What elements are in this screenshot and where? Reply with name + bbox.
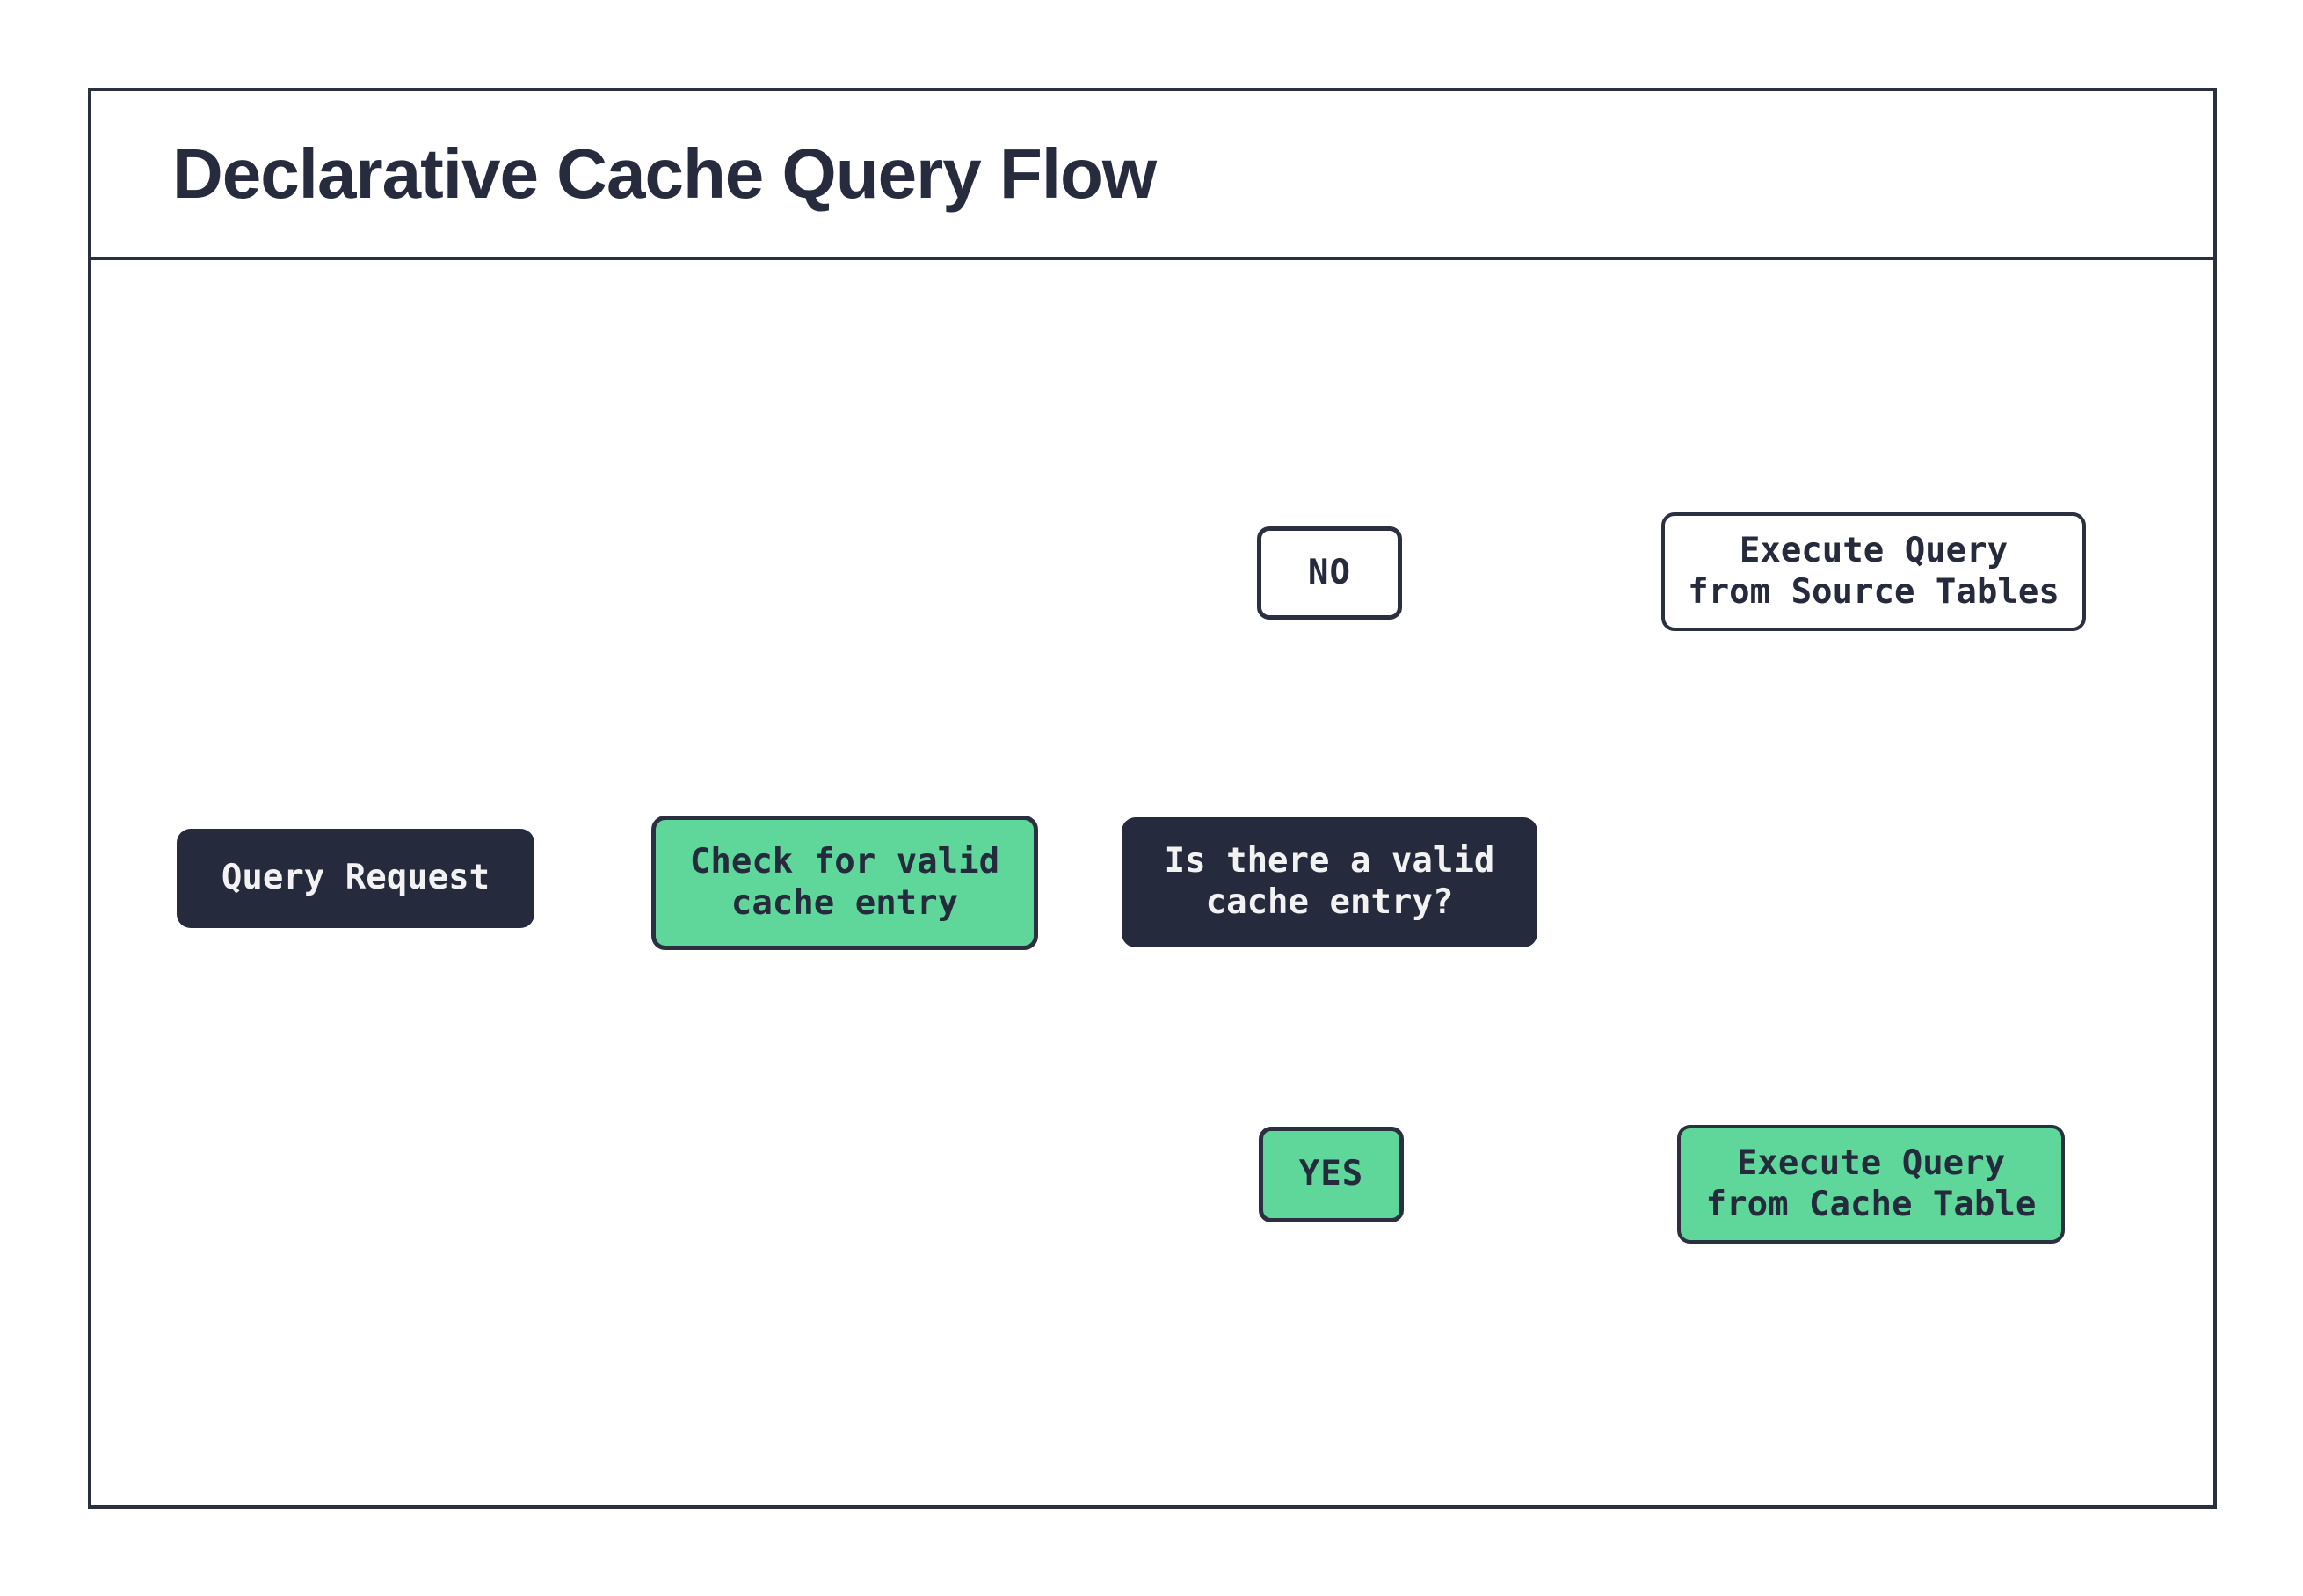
node-decision-valid-cache: Is there a valid cache entry? xyxy=(1122,817,1537,947)
branch-no-text: NO xyxy=(1308,552,1351,592)
branch-yes-text: YES xyxy=(1298,1154,1364,1194)
node-decision-label: Is there a valid cache entry? xyxy=(1164,841,1495,922)
node-check-cache-label: Check for valid cache entry xyxy=(689,841,1000,923)
node-execute-cache-table: Execute Query from Cache Table xyxy=(1677,1125,2065,1244)
node-query-request-label: Query Request xyxy=(221,858,490,898)
branch-label-no: NO xyxy=(1257,526,1402,620)
node-query-request: Query Request xyxy=(177,829,534,928)
outer-frame xyxy=(88,88,2217,1509)
node-execute-source-tables-label: Execute Query from Source Tables xyxy=(1688,530,2060,612)
title-bar: Declarative Cache Query Flow xyxy=(88,88,2217,260)
node-execute-cache-table-label: Execute Query from Cache Table xyxy=(1705,1143,2037,1224)
page-title: Declarative Cache Query Flow xyxy=(172,134,1157,213)
node-check-cache: Check for valid cache entry xyxy=(651,816,1038,950)
branch-label-yes: YES xyxy=(1259,1127,1404,1222)
node-execute-source-tables: Execute Query from Source Tables xyxy=(1661,512,2086,631)
